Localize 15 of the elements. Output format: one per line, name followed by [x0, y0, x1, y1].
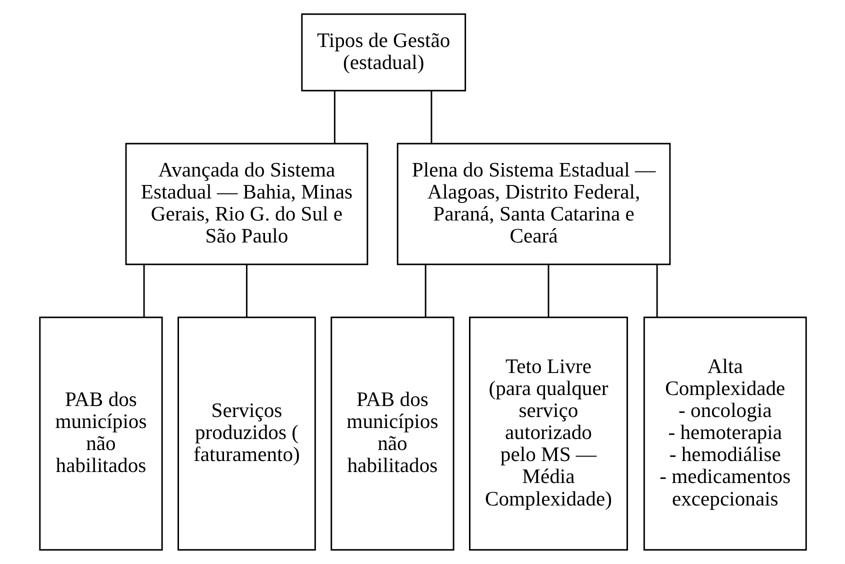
node-box: Serviços produzidos (faturamento) — [177, 316, 316, 551]
connector — [424, 264, 426, 318]
node-box: Tipos de Gestão (estadual) — [300, 13, 466, 92]
connector — [430, 91, 432, 144]
node-box: Alta Complexidade - oncologia - hemoterapia - hemodiálise - medicamentos excepcionais — [642, 316, 806, 551]
node-box: Plena do Sistema Estadual — Alagoas, Distrito Federal, Paraná, Santa Catarina e Ceará — [396, 142, 670, 266]
node-box: PAB dos municípios não habilitados — [38, 316, 162, 551]
node-box: Avançada do Sistema Estadual — Bahia, Minas Gerais, Rio G. do Sul e São Paulo — [124, 142, 368, 266]
connector — [245, 264, 247, 318]
connector — [547, 264, 549, 318]
node-box: Teto Livre (para qualquer serviço autorizado pelo MS — Média Complexidade) — [468, 316, 628, 551]
connector — [656, 264, 658, 318]
connector — [333, 91, 335, 144]
connector — [142, 264, 144, 318]
node-box: PAB dos municípios não habilitados — [330, 316, 454, 551]
